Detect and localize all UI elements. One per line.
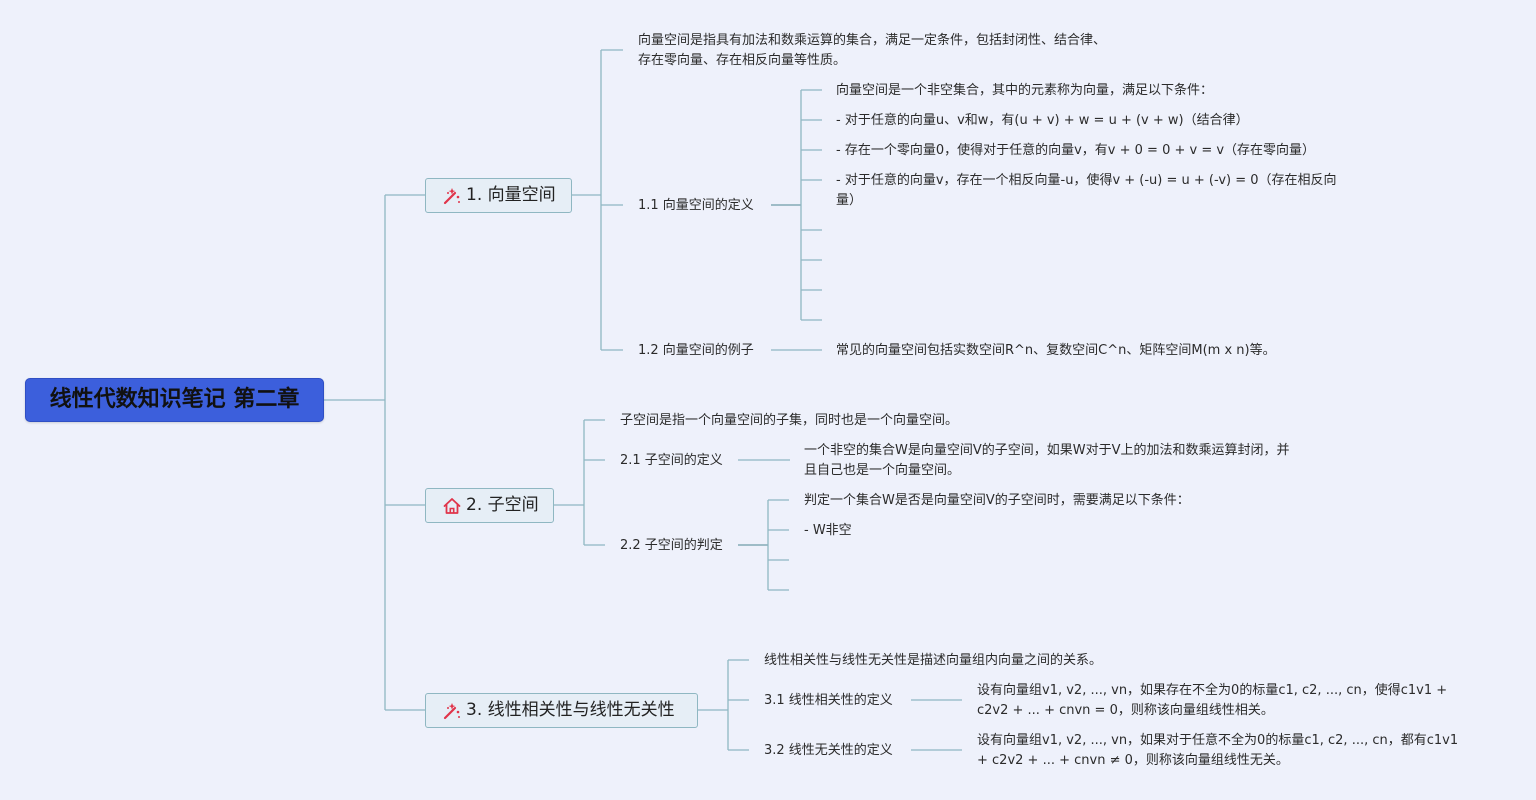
t1-s2-label[interactable]: 1.2 向量空间的例子 [638,343,754,358]
t1-s1-label[interactable]: 1.1 向量空间的定义 [638,198,754,213]
t2-s2-item[interactable]: - W非空 [804,523,852,538]
t1-intro[interactable]: 向量空间是指具有加法和数乘运算的集合，满足一定条件，包括封闭性、结合律、存在零向… [638,33,1107,68]
t1-s2-text[interactable]: 常见的向量空间包括实数空间R^n、复数空间C^n、矩阵空间M(m x n)等。 [836,343,1276,358]
t3-intro[interactable]: 线性相关性与线性无关性是描述向量组内向量之间的关系。 [764,653,1103,668]
t1-s1-item[interactable]: - 存在一个零向量0，使得对于任意的向量v，有v + 0 = 0 + v = v… [836,143,1316,158]
t3-s2-label[interactable]: 3.2 线性无关性的定义 [764,743,893,758]
t3-s1-text[interactable]: 设有向量组v1, v2, ..., vn，如果存在不全为0的标量c1, c2, … [977,683,1448,718]
topic-label: 1. 向量空间 [466,185,556,205]
t2-s1-label[interactable]: 2.1 子空间的定义 [620,453,723,468]
topic-label: 3. 线性相关性与线性无关性 [466,700,675,720]
t2-s2-item[interactable]: 判定一个集合W是否是向量空间V的子空间时，需要满足以下条件： [804,493,1190,508]
topic-linear-dependence[interactable]: 3. 线性相关性与线性无关性 [425,693,698,728]
topic-vector-space[interactable]: 1. 向量空间 [425,178,572,213]
root-title: 线性代数知识笔记 第二章 [49,387,300,412]
t3-s2-text[interactable]: 设有向量组v1, v2, ..., vn，如果对于任意不全为0的标量c1, c2… [977,733,1459,768]
t2-s2-label[interactable]: 2.2 子空间的判定 [620,538,723,553]
t1-s1-item[interactable]: 向量空间是一个非空集合，其中的元素称为向量，满足以下条件： [836,83,1214,98]
t2-intro[interactable]: 子空间是指一个向量空间的子集，同时也是一个向量空间。 [620,413,959,428]
topic-subspace[interactable]: 2. 子空间 [425,488,554,523]
magic-wand-icon [443,188,460,205]
t2-s1-text[interactable]: 一个非空的集合W是向量空间V的子空间，如果W对于V上的加法和数乘运算封闭，并且自… [804,443,1290,478]
t1-s1-item[interactable]: - 对于任意的向量u、v和w，有(u + v) + w = u + (v + w… [836,113,1249,128]
topic-label: 2. 子空间 [466,495,539,515]
t1-s1-item[interactable]: - 对于任意的向量v，存在一个相反向量-u，使得v + (-u) = u + (… [836,173,1337,208]
t3-s1-label[interactable]: 3.1 线性相关性的定义 [764,693,893,708]
root-node[interactable]: 线性代数知识笔记 第二章 [25,378,324,422]
magic-wand-icon [443,703,460,720]
home-icon [443,498,461,514]
